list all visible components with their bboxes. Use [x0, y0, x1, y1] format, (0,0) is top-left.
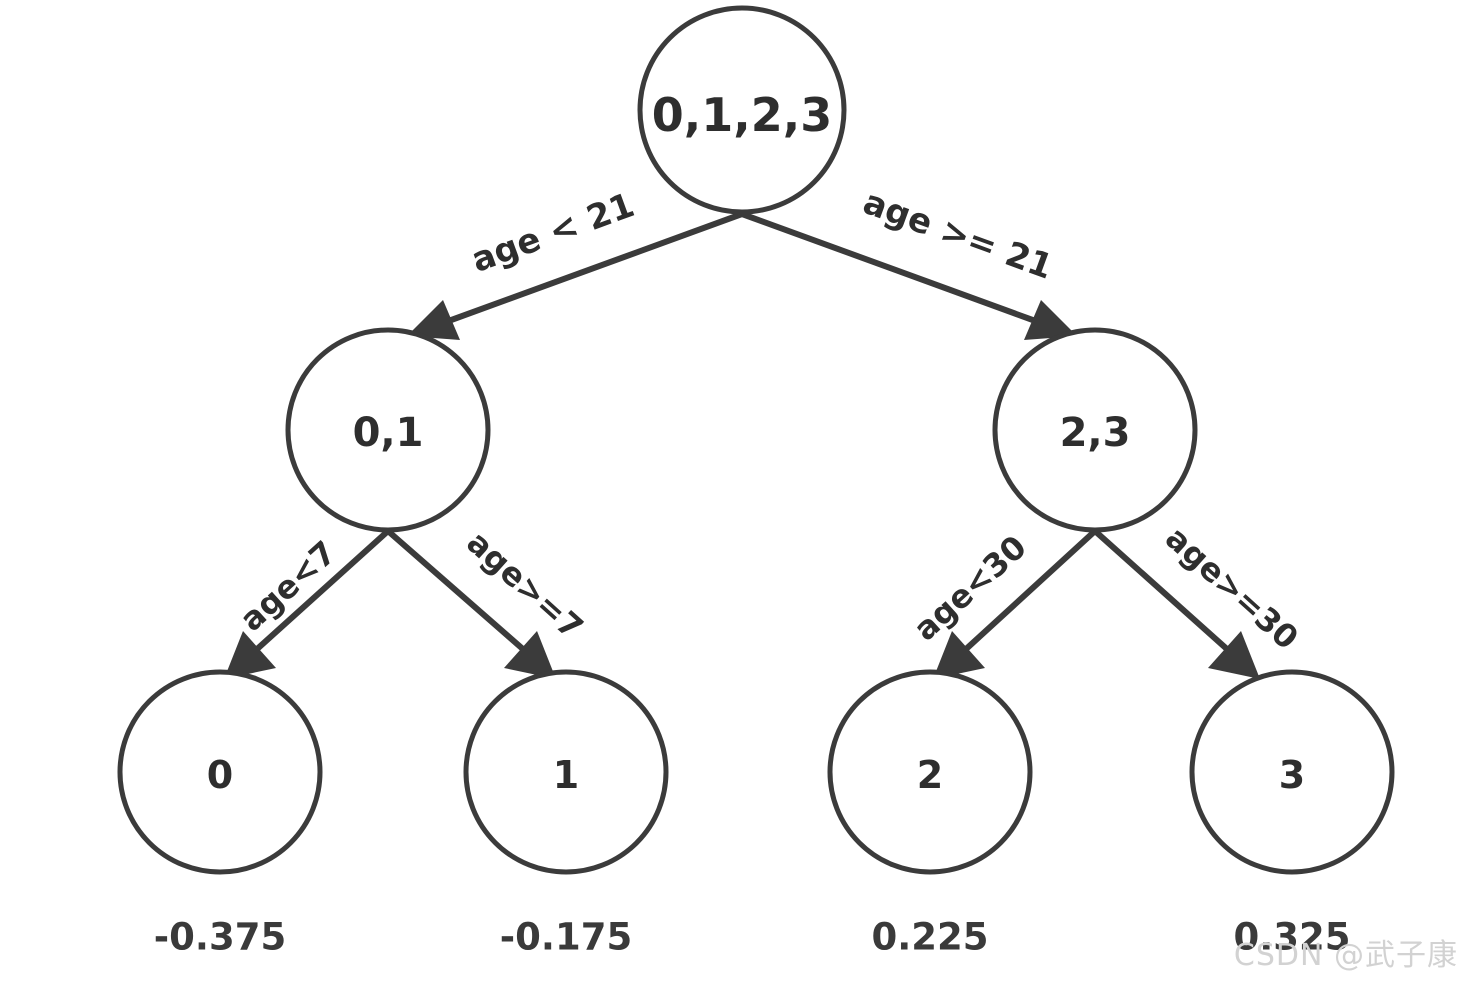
node-leaf-0-circle[interactable] — [117, 669, 323, 875]
edge-line-right-leaf3 — [1092, 528, 1231, 653]
node-leaf-1-circle[interactable] — [463, 669, 669, 875]
node-root-circle[interactable] — [637, 5, 847, 215]
arrowhead-right-leaf3-icon — [1208, 631, 1260, 679]
edge-label-right-leaf2: age<30 — [906, 528, 1034, 648]
node-leaf-2[interactable]: 2 — [827, 669, 1033, 875]
leaf-value-0: -0.375 — [154, 916, 286, 959]
leaf-value-2: 0.225 — [871, 916, 988, 959]
node-leaf-2-label: 2 — [917, 753, 943, 797]
arrowhead-left-leaf1-icon — [504, 631, 556, 679]
node-leaf-1[interactable]: 1 — [463, 669, 669, 875]
edge-root-to-right — [740, 211, 1077, 340]
edge-line-right-leaf2 — [962, 528, 1098, 653]
arrowhead-root-right-icon — [1024, 300, 1077, 340]
node-leaf-3-circle[interactable] — [1189, 669, 1395, 875]
node-left-label: 0,1 — [353, 410, 424, 456]
node-right-label: 2,3 — [1060, 410, 1131, 456]
edge-label-root-left: age < 21 — [466, 185, 639, 281]
node-right[interactable]: 2,3 — [992, 327, 1198, 533]
node-root-label: 0,1,2,3 — [652, 88, 832, 142]
edge-right-to-leaf2 — [933, 528, 1098, 679]
node-root[interactable]: 0,1,2,3 — [637, 5, 847, 215]
edge-left-to-leaf1 — [386, 528, 556, 679]
edge-label-right-leaf3: age>=30 — [1158, 519, 1306, 657]
arrowhead-left-leaf0-icon — [224, 631, 276, 679]
node-left[interactable]: 0,1 — [285, 327, 491, 533]
edge-left-to-leaf0 — [224, 528, 391, 679]
arrowhead-root-left-icon — [407, 300, 460, 340]
edge-line-root-left — [441, 211, 744, 326]
edge-line-left-leaf1 — [386, 528, 526, 653]
node-left-circle[interactable] — [285, 327, 491, 533]
csdn-watermark: CSDN @武子康 — [1233, 938, 1458, 973]
arrowhead-right-leaf2-icon — [933, 631, 985, 679]
edge-label-root-right: age >= 21 — [858, 182, 1058, 287]
leaf-value-1: -0.175 — [500, 916, 632, 959]
edge-label-left-leaf1: age>=7 — [459, 523, 590, 646]
node-leaf-3-label: 3 — [1279, 753, 1305, 797]
node-leaf-1-label: 1 — [553, 753, 579, 797]
node-leaf-0-label: 0 — [207, 753, 233, 797]
node-right-circle[interactable] — [992, 327, 1198, 533]
node-leaf-0[interactable]: 0 — [117, 669, 323, 875]
edge-root-to-left — [407, 211, 744, 340]
node-leaf-3[interactable]: 3 — [1189, 669, 1395, 875]
leaf-value-3: 0.325 — [1233, 916, 1350, 959]
node-leaf-2-circle[interactable] — [827, 669, 1033, 875]
edge-line-root-right — [740, 211, 1043, 326]
edge-line-left-leaf0 — [253, 528, 391, 653]
edge-right-to-leaf3 — [1092, 528, 1260, 679]
